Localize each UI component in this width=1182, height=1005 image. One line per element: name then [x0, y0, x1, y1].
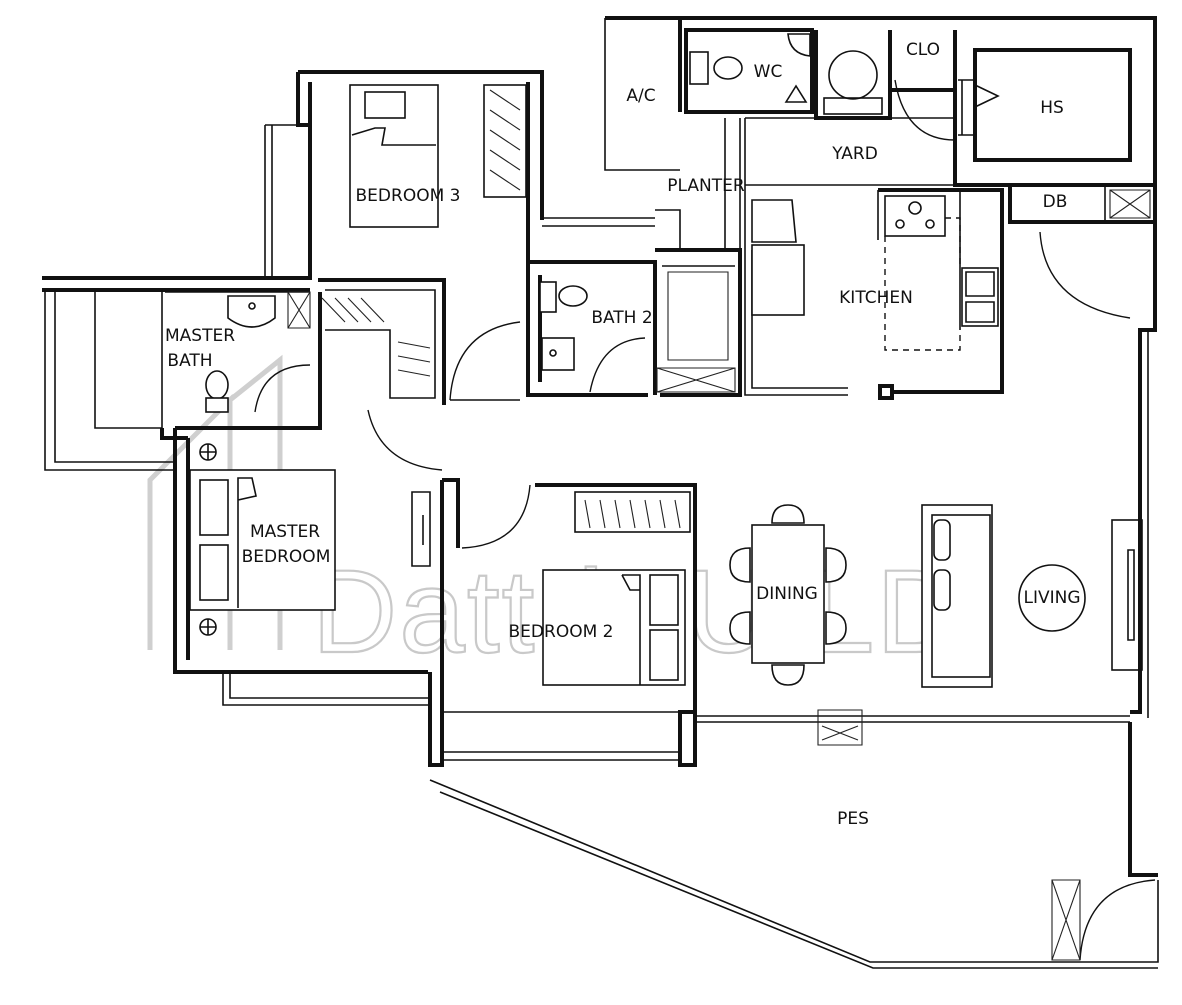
label-pes: PES [837, 809, 869, 829]
sink-icon [961, 267, 999, 327]
dining-table-icon [751, 524, 825, 664]
label-bedroom-2: BEDROOM 2 [509, 622, 614, 642]
basin-icon [227, 295, 276, 328]
wardrobe-icon [483, 84, 527, 198]
label-master-bath-line2: BATH [167, 351, 212, 371]
label-clo: CLO [906, 40, 940, 60]
outer-walls [42, 16, 1159, 969]
label-bath-2: BATH 2 [591, 308, 652, 328]
label-hs: HS [1040, 98, 1064, 118]
fridge-icon [751, 244, 805, 316]
room-labels: A/C WC CLO HS YARD PLANTER DB BEDROOM 3 … [165, 40, 1081, 829]
water-heater-icon [828, 50, 878, 100]
label-ac: A/C [626, 86, 655, 106]
label-bedroom-3: BEDROOM 3 [356, 186, 461, 206]
coffee-table-icon [1018, 564, 1086, 632]
label-living: LIVING [1023, 588, 1080, 608]
toilet-icon-bath2 [558, 285, 588, 307]
toilet-icon-master [205, 370, 229, 400]
fixtures [189, 33, 1151, 746]
label-kitchen: KITCHEN [839, 288, 913, 308]
washer-icon [751, 199, 797, 243]
label-master-bedroom-line2: BEDROOM [242, 547, 331, 567]
tv-console-icon [1111, 519, 1143, 671]
stove-icon [884, 195, 946, 237]
label-db: DB [1043, 192, 1068, 212]
wardrobe2-icon [574, 491, 691, 533]
label-master-bath-line1: MASTER [165, 326, 235, 346]
doors [254, 79, 1156, 961]
toilet-icon [713, 56, 743, 80]
label-yard: YARD [831, 144, 878, 164]
interior-walls [160, 28, 1155, 712]
label-wc: WC [754, 62, 783, 82]
label-planter: PLANTER [667, 176, 745, 196]
label-master-bedroom-line1: MASTER [250, 522, 320, 542]
label-dining: DINING [756, 584, 818, 604]
basin-icon-bath2 [541, 337, 575, 371]
